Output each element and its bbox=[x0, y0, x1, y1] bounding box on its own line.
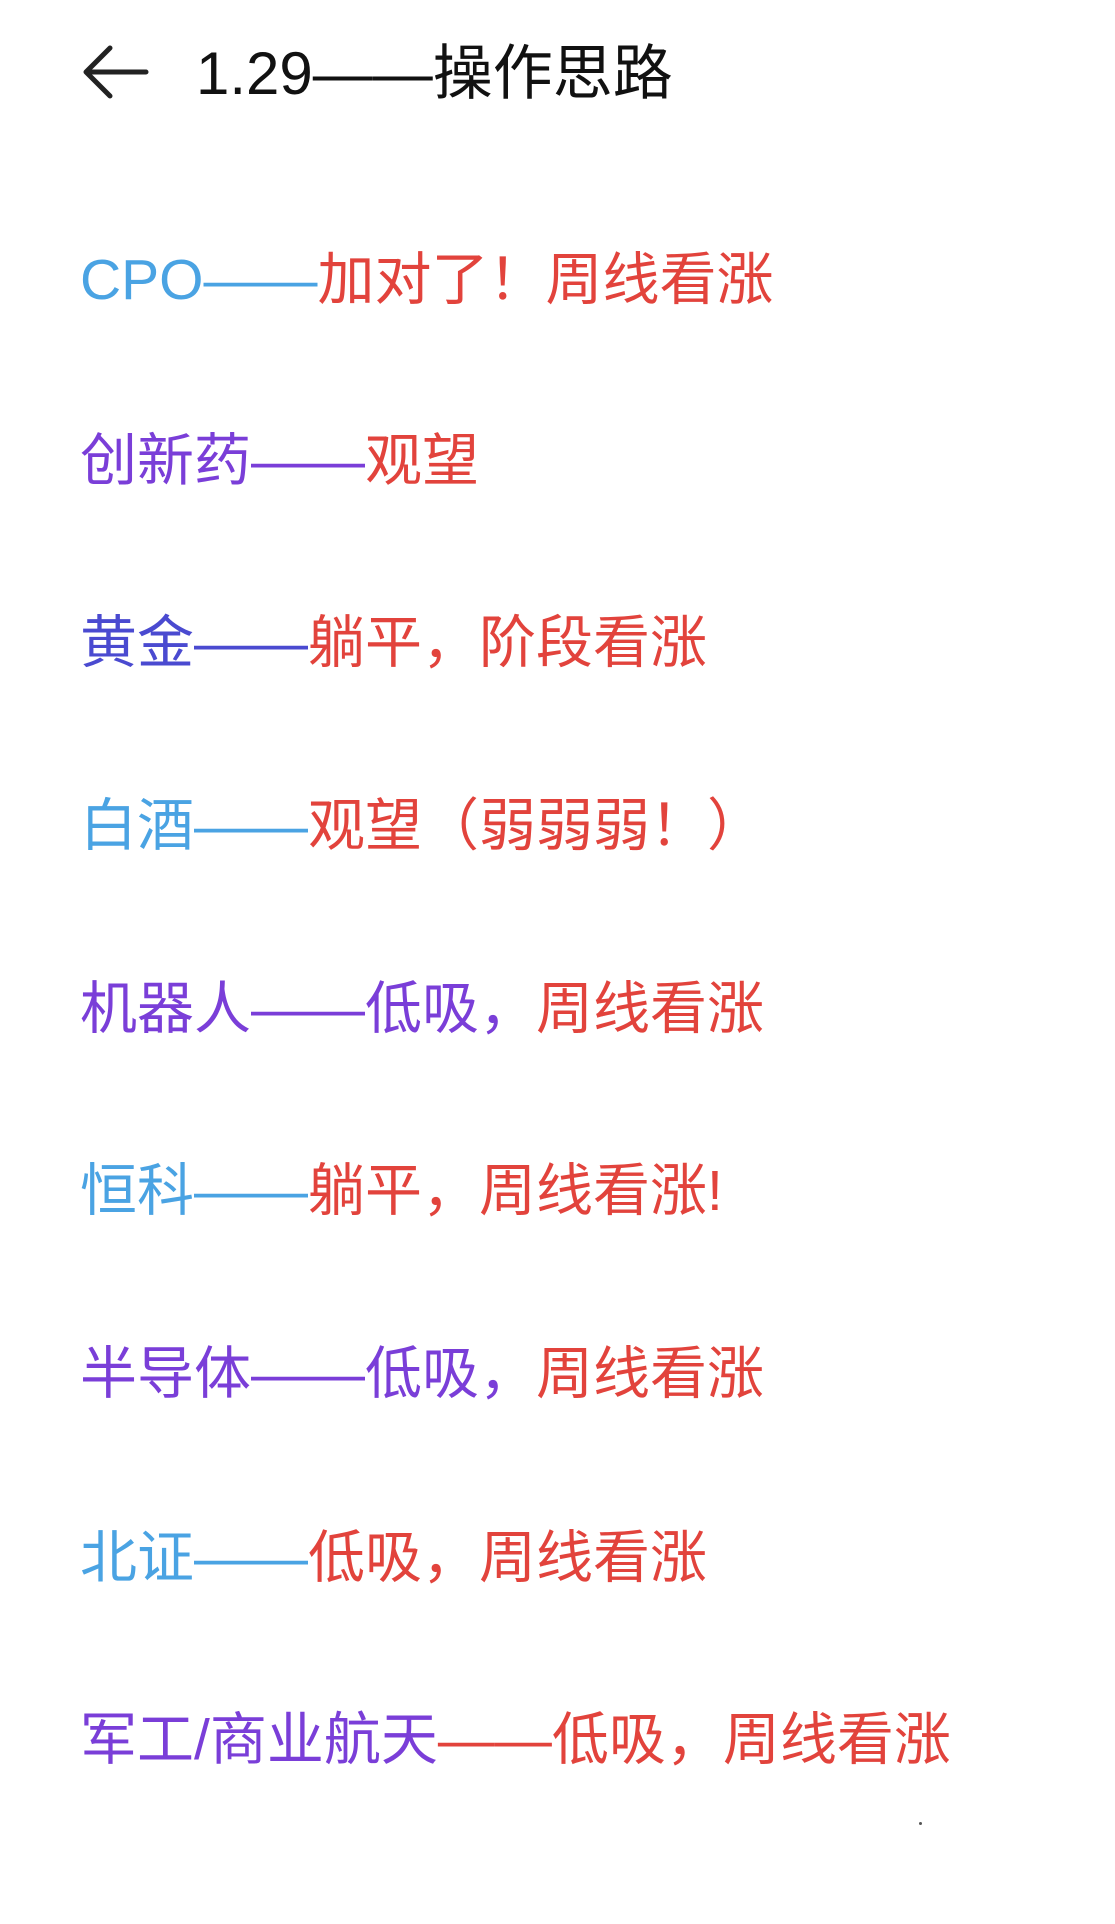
sector-label: 白酒—— bbox=[80, 794, 308, 858]
sector-label: 恒科—— bbox=[80, 1159, 308, 1223]
strategy-text: 周线看涨 bbox=[536, 1342, 764, 1406]
arrow-left-icon bbox=[83, 45, 149, 99]
strategy-text: 观望（弱弱弱！） bbox=[308, 794, 764, 858]
note-line: 恒科——躺平，周线看涨! bbox=[80, 1156, 723, 1226]
strategy-text: 躺平，阶段看涨 bbox=[308, 611, 707, 675]
sector-label: 机器人——低吸， bbox=[80, 977, 536, 1041]
decorative-dot bbox=[919, 1822, 922, 1825]
strategy-text: 躺平，周线看涨! bbox=[308, 1159, 723, 1223]
sector-label: 半导体——低吸， bbox=[80, 1342, 536, 1406]
strategy-text: 低吸，周线看涨 bbox=[308, 1526, 707, 1590]
strategy-text: ——低吸，周线看涨 bbox=[437, 1708, 951, 1772]
strategy-text: 加对了！周线看涨 bbox=[317, 248, 774, 312]
sector-label: 创新药—— bbox=[80, 429, 365, 493]
header: 1.29——操作思路 bbox=[0, 0, 1115, 150]
note-line: 白酒——观望（弱弱弱！） bbox=[80, 791, 764, 861]
note-line: 半导体——低吸，周线看涨 bbox=[80, 1339, 764, 1409]
strategy-text: 周线看涨 bbox=[536, 977, 764, 1041]
note-line: 北证——低吸，周线看涨 bbox=[80, 1523, 707, 1593]
note-line: 黄金——躺平，阶段看涨 bbox=[80, 608, 707, 678]
note-line: 军工/商业航天——低吸，周线看涨 bbox=[80, 1705, 951, 1775]
note-line: CPO——加对了！周线看涨 bbox=[80, 245, 774, 315]
page-title: 1.29——操作思路 bbox=[196, 40, 673, 107]
note-line: 机器人——低吸，周线看涨 bbox=[80, 974, 764, 1044]
sector-label: CPO—— bbox=[80, 248, 318, 312]
sector-label: 黄金—— bbox=[80, 611, 308, 675]
note-line: 创新药——观望 bbox=[80, 426, 479, 496]
back-button[interactable] bbox=[80, 40, 152, 104]
strategy-text: 观望 bbox=[365, 429, 479, 493]
sector-label: 军工/商业航天 bbox=[80, 1708, 438, 1772]
sector-label: 北证—— bbox=[80, 1526, 308, 1590]
